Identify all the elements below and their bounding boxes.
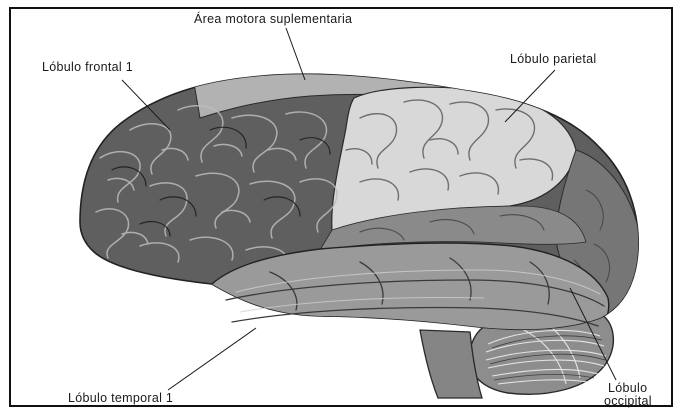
label-supplementary-motor-area: Área motora suplementaria	[194, 12, 352, 26]
label-occipital-line2: occipital	[604, 395, 652, 408]
leader-line-supplementary-motor	[286, 28, 305, 80]
label-occipital-lobe: Lóbulo occipital	[608, 382, 652, 408]
label-parietal-lobe: Lóbulo parietal	[510, 52, 597, 66]
leader-line-temporal	[168, 328, 256, 390]
label-temporal-lobe: Lóbulo temporal 1	[68, 391, 173, 405]
label-frontal-lobe: Lóbulo frontal 1	[42, 60, 133, 74]
